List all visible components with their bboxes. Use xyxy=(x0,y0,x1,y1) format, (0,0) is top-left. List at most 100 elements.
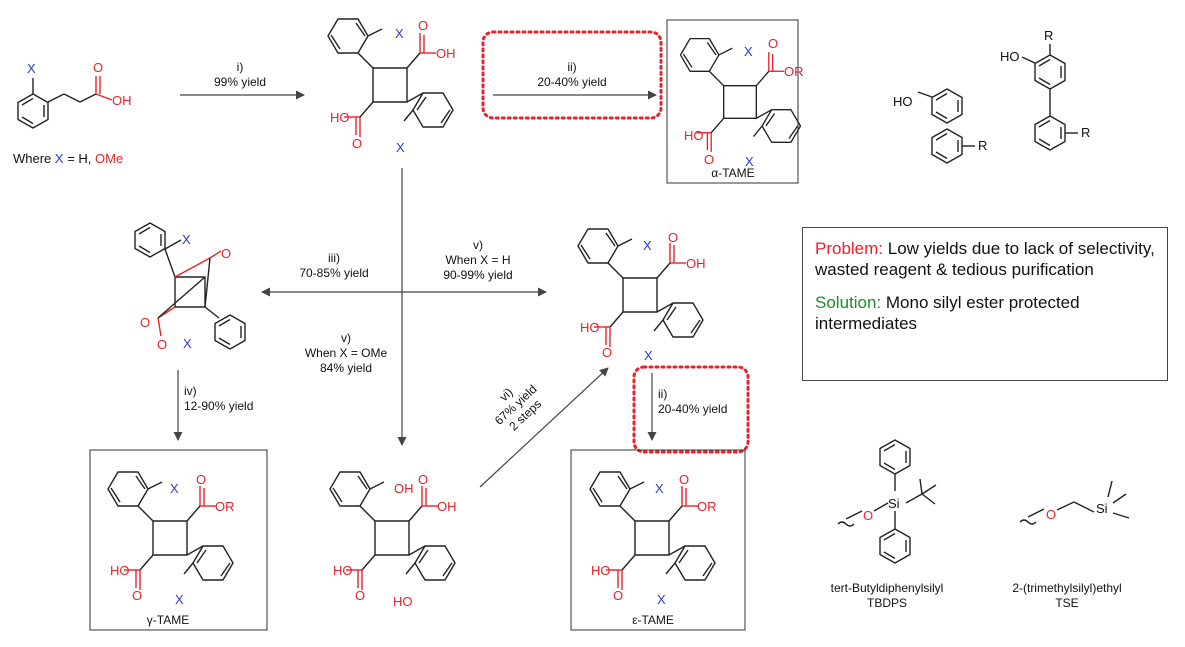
step-vi-labels: vi) 67% yield 2 steps xyxy=(492,382,544,433)
starting-material-structure: X O OH xyxy=(17,60,132,129)
atom-ho: HO xyxy=(580,320,600,335)
tse-structure: O Si xyxy=(1019,480,1130,525)
step-v-ome-label: v) xyxy=(341,331,351,345)
atom-o: O xyxy=(196,472,206,487)
alpha-tame-label: α-TAME xyxy=(711,166,754,180)
atom-oh: OH xyxy=(394,481,414,496)
gamma-tame-structure: X O OR HO O X xyxy=(107,471,235,607)
problem-statement: Problem: Low yields due to lack of selec… xyxy=(815,238,1155,280)
atom-o: O xyxy=(704,152,714,167)
dimer-acid-top: X O OH HO O X xyxy=(327,18,456,155)
atom-o: O xyxy=(679,472,689,487)
step-v-h-yield: 90-99% yield xyxy=(443,268,512,282)
epsilon-tame-box xyxy=(570,449,746,631)
atom-ho: HO xyxy=(684,128,704,143)
atom-or: OR xyxy=(784,64,804,79)
step-ii-label-bottom: ii) xyxy=(658,387,667,401)
step-vi-arrow xyxy=(479,367,609,488)
atom-x: X xyxy=(657,592,666,607)
highlight-step-ii-top xyxy=(481,30,663,120)
atom-o: O xyxy=(355,588,365,603)
step-iii-yield: 70-85% yield xyxy=(299,266,368,280)
atom-oh: OH xyxy=(436,46,456,61)
atom-o: O xyxy=(221,246,231,261)
solution-statement: Solution: Mono silyl ester protected int… xyxy=(815,292,1155,334)
tbdps-name: tert-Butyldiphenylsilyl xyxy=(831,581,944,595)
anhydride-structure: X O O O X xyxy=(134,222,246,352)
alpha-tame-box xyxy=(666,19,799,184)
atom-oh: OH xyxy=(437,499,457,514)
atom-x: X xyxy=(655,481,664,496)
step-v-h-condition: When X = H xyxy=(445,253,510,267)
atom-o: O xyxy=(93,60,103,75)
step-i-label: i) xyxy=(237,60,244,74)
epsilon-tame-structure: X O OR HO O X xyxy=(589,471,717,607)
problem-label: Problem: xyxy=(815,239,884,258)
solution-label: Solution: xyxy=(815,293,882,312)
atom-o: O xyxy=(132,588,142,603)
tse-name: 2-(trimethylsilyl)ethyl xyxy=(1012,581,1121,595)
atom-x: X xyxy=(744,44,753,59)
step-v-ome-yield: 84% yield xyxy=(320,361,372,375)
atom-ho: HO xyxy=(393,594,413,609)
atom-x: X xyxy=(644,348,653,363)
atom-ho: HO xyxy=(330,110,350,125)
atom-x: X xyxy=(745,154,754,169)
alpha-tame-structure: X O OR HO O X xyxy=(679,36,804,169)
atom-x: X xyxy=(170,481,179,496)
atom-x: X xyxy=(175,592,184,607)
gamma-tame-box xyxy=(89,449,268,631)
atom-o: O xyxy=(1046,507,1056,522)
atom-ho: HO xyxy=(110,563,130,578)
step-v-ome-condition: When X = OMe xyxy=(305,346,388,360)
tbdps-abbr: TBDPS xyxy=(867,596,907,610)
atom-x: X xyxy=(182,232,191,247)
atom-oh: OH xyxy=(112,93,132,108)
problem-solution-box: Problem: Low yields due to lack of selec… xyxy=(802,227,1168,381)
atom-o: O xyxy=(418,18,428,33)
atom-r: R xyxy=(1081,125,1090,140)
atom-si: Si xyxy=(1096,501,1108,516)
step-ii-yield-top: 20-40% yield xyxy=(537,75,606,89)
atom-o: O xyxy=(613,588,623,603)
atom-x: X xyxy=(183,336,192,351)
gamma-tame-label: γ-TAME xyxy=(147,613,189,627)
epsilon-tame-label: ε-TAME xyxy=(632,613,674,627)
atom-x: X xyxy=(643,238,652,253)
dimer-acid-middle: X O OH HO O X xyxy=(577,228,706,363)
atom-o: O xyxy=(140,315,150,330)
step-iv-yield: 12-90% yield xyxy=(184,399,253,413)
step-v-h-label: v) xyxy=(473,238,483,252)
atom-o: O xyxy=(863,508,873,523)
atom-o: O xyxy=(768,36,778,51)
atom-o: O xyxy=(157,337,167,352)
step-iv-label: iv) xyxy=(184,384,197,398)
substituent-condition: Where X = H, OMe xyxy=(13,151,123,166)
step-ii-yield-bottom: 20-40% yield xyxy=(658,402,727,416)
tse-abbr: TSE xyxy=(1055,596,1078,610)
biphenyl-3-ol-structure: R HO R xyxy=(1000,28,1090,151)
phenol-dimer-structure: OH O OH HO O HO xyxy=(329,471,457,609)
atom-r: R xyxy=(978,138,987,153)
step-i-yield: 99% yield xyxy=(214,75,266,89)
atom-o: O xyxy=(352,136,362,151)
atom-o: O xyxy=(602,345,612,360)
tbdps-structure: O Si xyxy=(837,439,937,564)
atom-x: X xyxy=(395,26,404,41)
problem-text: Low yields due to lack of selectivity, w… xyxy=(815,239,1155,279)
highlight-step-ii-bottom xyxy=(632,365,750,454)
atom-or: OR xyxy=(697,499,717,514)
solution-text: Mono silyl ester protected intermediates xyxy=(815,293,1080,333)
step-iii-label: iii) xyxy=(328,251,340,265)
atom-ho: HO xyxy=(893,94,913,109)
step-ii-label-top: ii) xyxy=(567,60,576,74)
atom-x: X xyxy=(396,140,405,155)
atom-si: Si xyxy=(888,496,900,511)
atom-o: O xyxy=(668,230,678,245)
atom-ho: HO xyxy=(1000,49,1020,64)
atom-ho: HO xyxy=(591,563,611,578)
biphenyl-2-ol-structure: HO R xyxy=(893,88,987,164)
atom-r: R xyxy=(1044,28,1053,43)
atom-ho: HO xyxy=(333,563,353,578)
